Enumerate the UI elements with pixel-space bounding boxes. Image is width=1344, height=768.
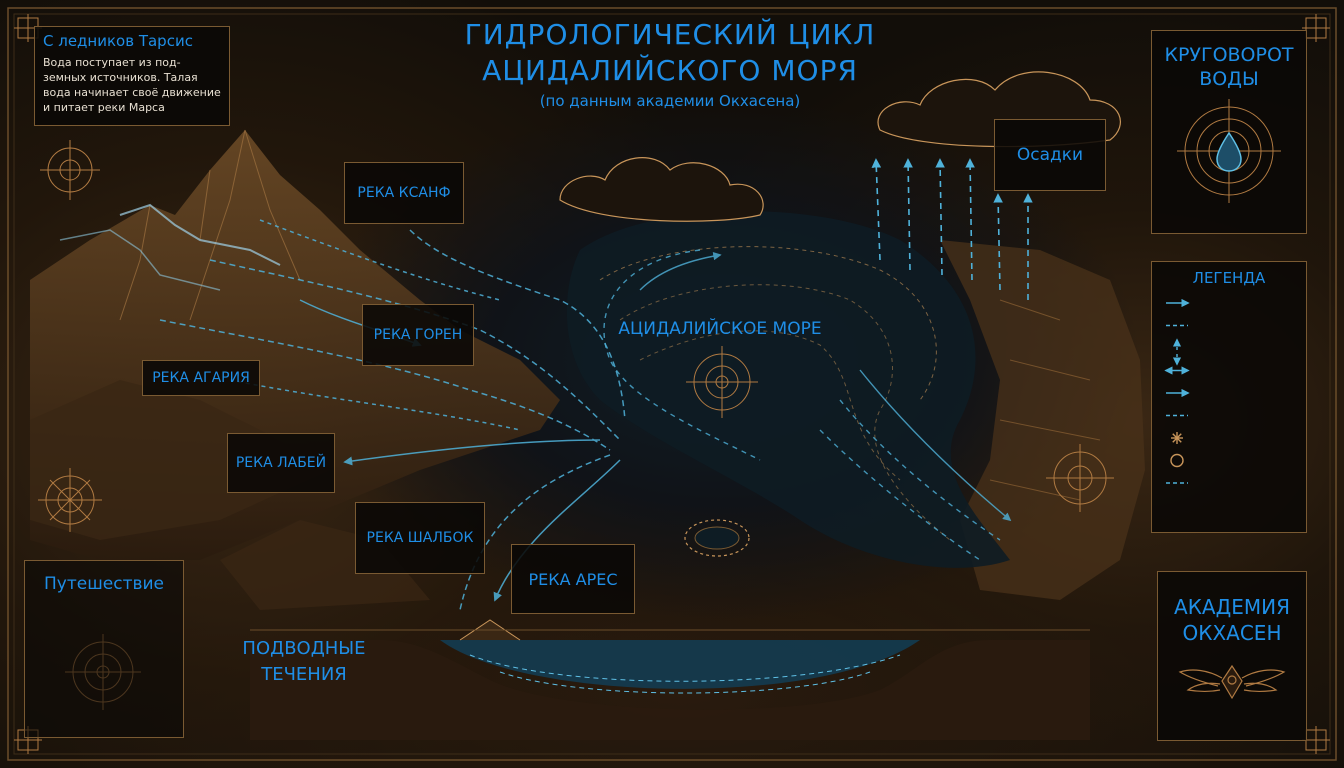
academy-line1: АКАДЕМИЯ (1174, 595, 1290, 619)
underwater-line1: ПОДВОДНЫЕ (242, 638, 366, 659)
water-cycle-line1: КРУГОВОРОТ (1164, 44, 1294, 66)
label-underwater-currents: ПОДВОДНЫЕ ТЕЧЕНИЯ (224, 636, 384, 688)
label-river-agaria: РЕКА АГАРИЯ (142, 360, 260, 396)
legend-symbol-star (1171, 432, 1183, 444)
mountains-left (30, 129, 560, 610)
evaporation-arrows (871, 158, 1033, 300)
land-right (940, 240, 1145, 600)
glacier-info-box: С ледников Тарсис Вода поступает из под-… (34, 26, 230, 126)
label-river-goren: РЕКА ГОРЕН (362, 304, 474, 366)
label-river-ares: РЕКА АРЕС (511, 544, 635, 614)
journey-box: Путешествие (24, 560, 184, 738)
label-precipitation: Осадки (994, 119, 1106, 191)
academy-box: АКАДЕМИЯ ОКХАСЕН (1157, 571, 1307, 741)
legend-symbol-circle (1170, 453, 1184, 468)
title-line1: ГИДРОЛОГИЧЕСКИЙ ЦИКЛ (464, 18, 876, 51)
legend-title: ЛЕГЕНДА (1192, 269, 1266, 287)
sea-body (566, 211, 1012, 568)
water-cycle-line2: ВОДЫ (1199, 68, 1259, 90)
label-river-ksanf: РЕКА КСАНФ (344, 162, 464, 224)
water-cycle-box: КРУГОВОРОТ ВОДЫ (1151, 30, 1307, 234)
label-sea: АЦИДАЛИЙСКОЕ МОРЕ (618, 319, 822, 339)
label-river-labei: РЕКА ЛАБЕЙ (227, 433, 335, 493)
glacier-info-text: Вода поступает из под-земных источников.… (43, 56, 221, 114)
underwater-line2: ТЕЧЕНИЯ (261, 664, 347, 685)
water-drop-icon (1177, 99, 1281, 203)
label-river-shalbok: РЕКА ШАЛБОК (355, 502, 485, 574)
title-line2: АЦИДАЛИЙСКОГО МОРЯ (482, 54, 858, 87)
legend-box: ЛЕГЕНДА (1151, 261, 1307, 533)
outer-frame (7, 7, 1337, 761)
winged-emblem-icon (1178, 664, 1286, 700)
water-cycle-title: КРУГОВОРОТ ВОДЫ (1152, 43, 1306, 91)
title-subtitle: (по данным академии Окхасена) (539, 92, 801, 110)
glacier-info-heading: С ледников Тарсис (43, 32, 193, 50)
academy-title: АКАДЕМИЯ ОКХАСЕН (1158, 594, 1306, 646)
academy-line2: ОКХАСЕН (1182, 621, 1282, 645)
journey-label: Путешествие (44, 574, 164, 594)
legend-symbols (1164, 298, 1190, 484)
cross-section (250, 619, 1090, 740)
